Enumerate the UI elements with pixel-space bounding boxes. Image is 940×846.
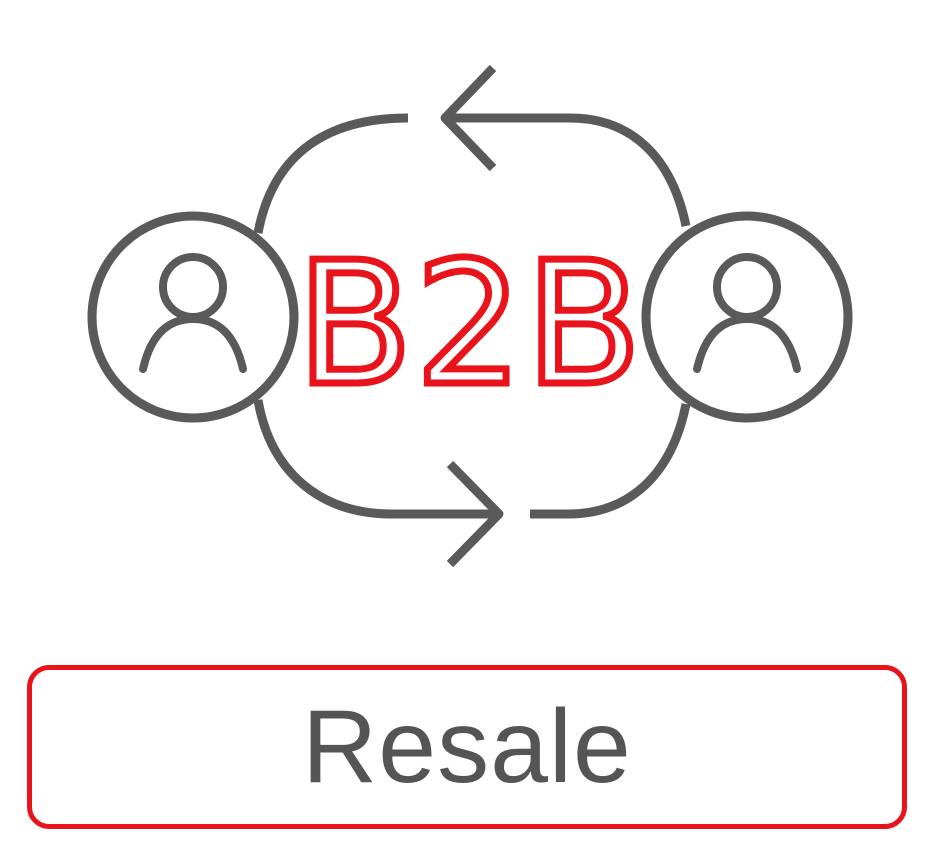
top-arc-left bbox=[253, 113, 409, 234]
resale-badge: Resale bbox=[27, 665, 907, 829]
user-icon bbox=[693, 253, 801, 373]
top-arc-right bbox=[450, 113, 691, 227]
arrow-left-icon bbox=[440, 64, 497, 172]
resale-label: Resale bbox=[302, 689, 632, 805]
arrow-right-icon bbox=[446, 460, 504, 568]
left-party-circle bbox=[87, 211, 299, 423]
right-party bbox=[641, 211, 853, 423]
bottom-exchange-arrow bbox=[253, 399, 691, 568]
bottom-arc-right bbox=[530, 403, 691, 519]
left-party bbox=[87, 211, 299, 423]
bottom-arc-left bbox=[253, 399, 495, 519]
user-icon bbox=[139, 253, 247, 373]
b2b-exchange-diagram: B2B bbox=[87, 64, 853, 568]
right-party-circle bbox=[641, 211, 853, 423]
b2b-label: B2B bbox=[296, 226, 643, 424]
top-exchange-arrow bbox=[253, 64, 691, 234]
